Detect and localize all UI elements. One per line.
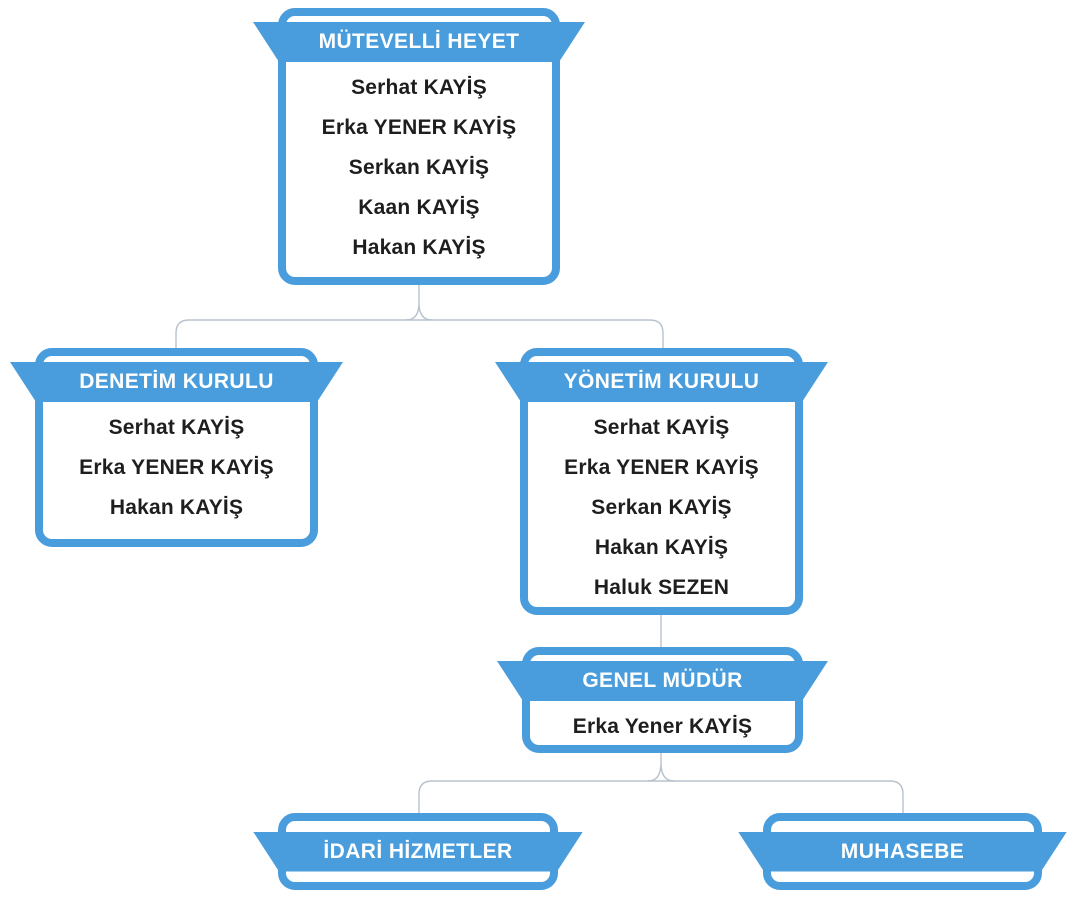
member-name: Serkan KAYİŞ xyxy=(591,496,732,519)
member-list: Serhat KAYİŞ Erka YENER KAYİŞ Serkan KAY… xyxy=(528,408,795,608)
node-title: DENETİM KURULU xyxy=(79,370,274,393)
connector-mutevelli-split xyxy=(405,285,433,321)
node-title-banner: DENETİM KURULU xyxy=(10,362,343,402)
node-title-banner: İDARİ HİZMETLER xyxy=(253,832,583,872)
member-name: Hakan KAYİŞ xyxy=(352,236,486,259)
member-name: Erka YENER KAYİŞ xyxy=(564,456,759,479)
node-title: MUHASEBE xyxy=(840,839,965,863)
member-name: Haluk SEZEN xyxy=(593,576,730,599)
connector-rail-top xyxy=(175,319,664,348)
member-name: Serkan KAYİŞ xyxy=(348,156,490,179)
member-name: Erka Yener KAYİŞ xyxy=(572,715,753,738)
node-title: İDARİ HİZMETLER xyxy=(323,839,513,863)
member-name: Erka YENER KAYİŞ xyxy=(79,456,274,479)
node-title: YÖNETİM KURULU xyxy=(563,370,760,393)
member-name: Hakan KAYİŞ xyxy=(594,536,729,559)
node-title-banner: MÜTEVELLİ HEYET xyxy=(253,22,585,62)
member-name: Hakan KAYİŞ xyxy=(109,496,244,519)
org-node-genel-mudur: GENEL MÜDÜR Erka Yener KAYİŞ xyxy=(522,647,803,753)
connector-genel-split xyxy=(647,753,675,782)
member-name: Serhat KAYİŞ xyxy=(351,76,487,99)
node-title: GENEL MÜDÜR xyxy=(582,669,743,692)
org-node-muhasebe: MUHASEBE xyxy=(763,813,1042,890)
member-list: Serhat KAYİŞ Erka YENER KAYİŞ Serkan KAY… xyxy=(286,68,552,268)
connector-rail-bottom xyxy=(418,780,904,813)
org-node-idari-hizmetler: İDARİ HİZMETLER xyxy=(278,813,558,890)
org-node-mutevelli-heyet: MÜTEVELLİ HEYET Serhat KAYİŞ Erka YENER … xyxy=(278,8,560,285)
org-node-yonetim-kurulu: YÖNETİM KURULU Serhat KAYİŞ Erka YENER K… xyxy=(520,348,803,615)
node-title-banner: MUHASEBE xyxy=(738,832,1067,872)
member-list: Serhat KAYİŞ Erka YENER KAYİŞ Hakan KAYİ… xyxy=(43,408,310,528)
node-title-banner: GENEL MÜDÜR xyxy=(497,661,828,701)
node-title: MÜTEVELLİ HEYET xyxy=(318,30,520,53)
member-name: Serhat KAYİŞ xyxy=(108,416,245,439)
member-name: Kaan KAYİŞ xyxy=(358,196,480,219)
org-node-denetim-kurulu: DENETİM KURULU Serhat KAYİŞ Erka YENER K… xyxy=(35,348,318,547)
node-title-banner: YÖNETİM KURULU xyxy=(495,362,828,402)
member-list: Erka Yener KAYİŞ xyxy=(530,707,795,747)
member-name: Serhat KAYİŞ xyxy=(593,416,730,439)
member-name: Erka YENER KAYİŞ xyxy=(321,116,517,139)
